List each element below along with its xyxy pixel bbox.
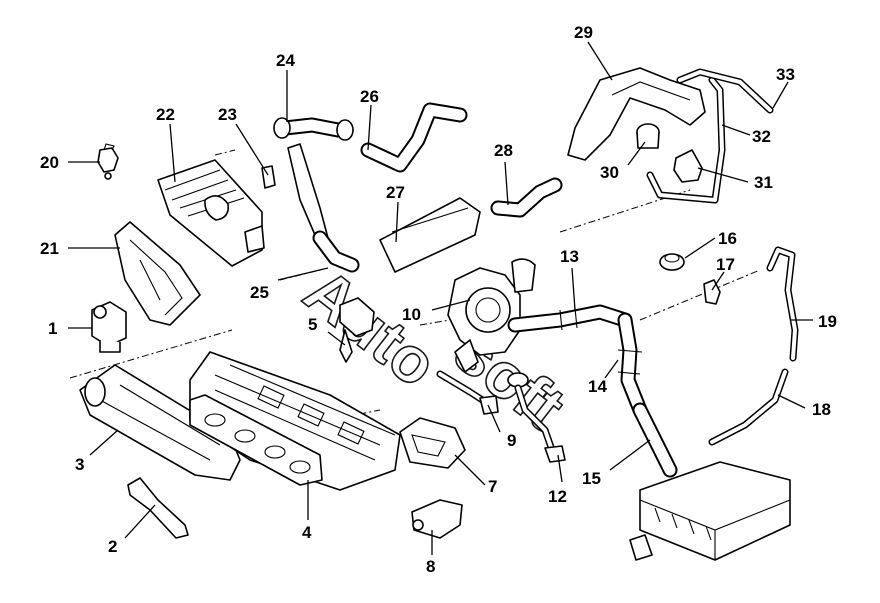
part-1-solenoid-valve <box>91 301 127 353</box>
part-3-exhaust-manifold <box>79 364 241 481</box>
part-28-hose <box>490 177 563 218</box>
callout-24: 24 <box>276 51 295 70</box>
part-20-sensor <box>97 143 119 180</box>
callout-5: 5 <box>308 315 317 334</box>
callout-16: 16 <box>718 229 737 248</box>
part-18-breather-hose <box>708 368 789 446</box>
callout-7: 7 <box>488 477 497 496</box>
callout-29: 29 <box>574 23 593 42</box>
callout-17: 17 <box>716 255 735 274</box>
callout-15: 15 <box>582 469 601 488</box>
callout-28: 28 <box>494 141 513 160</box>
callout-32: 32 <box>752 127 771 146</box>
callout-3: 3 <box>75 455 84 474</box>
callout-22: 22 <box>156 105 175 124</box>
part-19-hose <box>766 246 799 362</box>
callout-27: 27 <box>386 183 405 202</box>
callout-31: 31 <box>754 173 773 192</box>
callout-30: 30 <box>600 163 619 182</box>
part-12-oil-return-pipe <box>507 372 566 463</box>
part-16-cap <box>659 253 685 271</box>
part-22-intercooler <box>157 159 265 267</box>
callout-12: 12 <box>548 487 567 506</box>
part-14-pipe <box>617 312 648 418</box>
callout-13: 13 <box>560 247 579 266</box>
callout-25: 25 <box>250 283 269 302</box>
part-32-long-pipe <box>646 76 726 204</box>
leader-lines <box>68 41 813 555</box>
part-27-intercooler-pipe <box>379 197 481 273</box>
part-13-hose <box>507 304 633 333</box>
callout-20: 20 <box>40 153 59 172</box>
callout-21: 21 <box>40 239 59 258</box>
callout-14: 14 <box>588 377 607 396</box>
part-33-small-pipe <box>676 68 774 114</box>
part-29-pipe-bracket <box>567 67 706 161</box>
part-10-turbocharger <box>447 258 536 373</box>
part-30-fitting <box>636 123 660 149</box>
part-15-air-filter <box>629 402 791 561</box>
callout-26: 26 <box>360 87 379 106</box>
part-26-hose <box>360 102 468 173</box>
callout-18: 18 <box>812 400 831 419</box>
part-24-hose <box>273 117 354 141</box>
part-9-oil-feed-pipe <box>436 370 499 415</box>
callout-labels: 1 2 3 4 5 7 8 9 10 12 13 14 15 16 17 18 … <box>40 23 837 576</box>
part-5-sensor <box>339 297 375 363</box>
callout-10: 10 <box>402 305 421 324</box>
part-4-gasket <box>189 394 323 486</box>
part-8-bracket <box>411 499 463 539</box>
part-25-hose <box>312 230 360 273</box>
part-23-bracket-rod <box>261 143 329 243</box>
part-2-bracket <box>127 477 189 539</box>
part-31-hose-piece <box>673 149 703 183</box>
callout-9: 9 <box>507 431 516 450</box>
callout-8: 8 <box>426 557 435 576</box>
cylinder-head-assembly <box>189 351 401 491</box>
callout-33: 33 <box>776 65 795 84</box>
callout-19: 19 <box>818 312 837 331</box>
callout-1: 1 <box>48 319 57 338</box>
part-21-heat-shield <box>114 221 201 326</box>
part-17-connector <box>703 279 721 305</box>
callout-23: 23 <box>218 105 237 124</box>
callout-4: 4 <box>302 523 312 542</box>
part-7-turbo-gasket <box>399 417 466 469</box>
callout-2: 2 <box>108 537 117 556</box>
